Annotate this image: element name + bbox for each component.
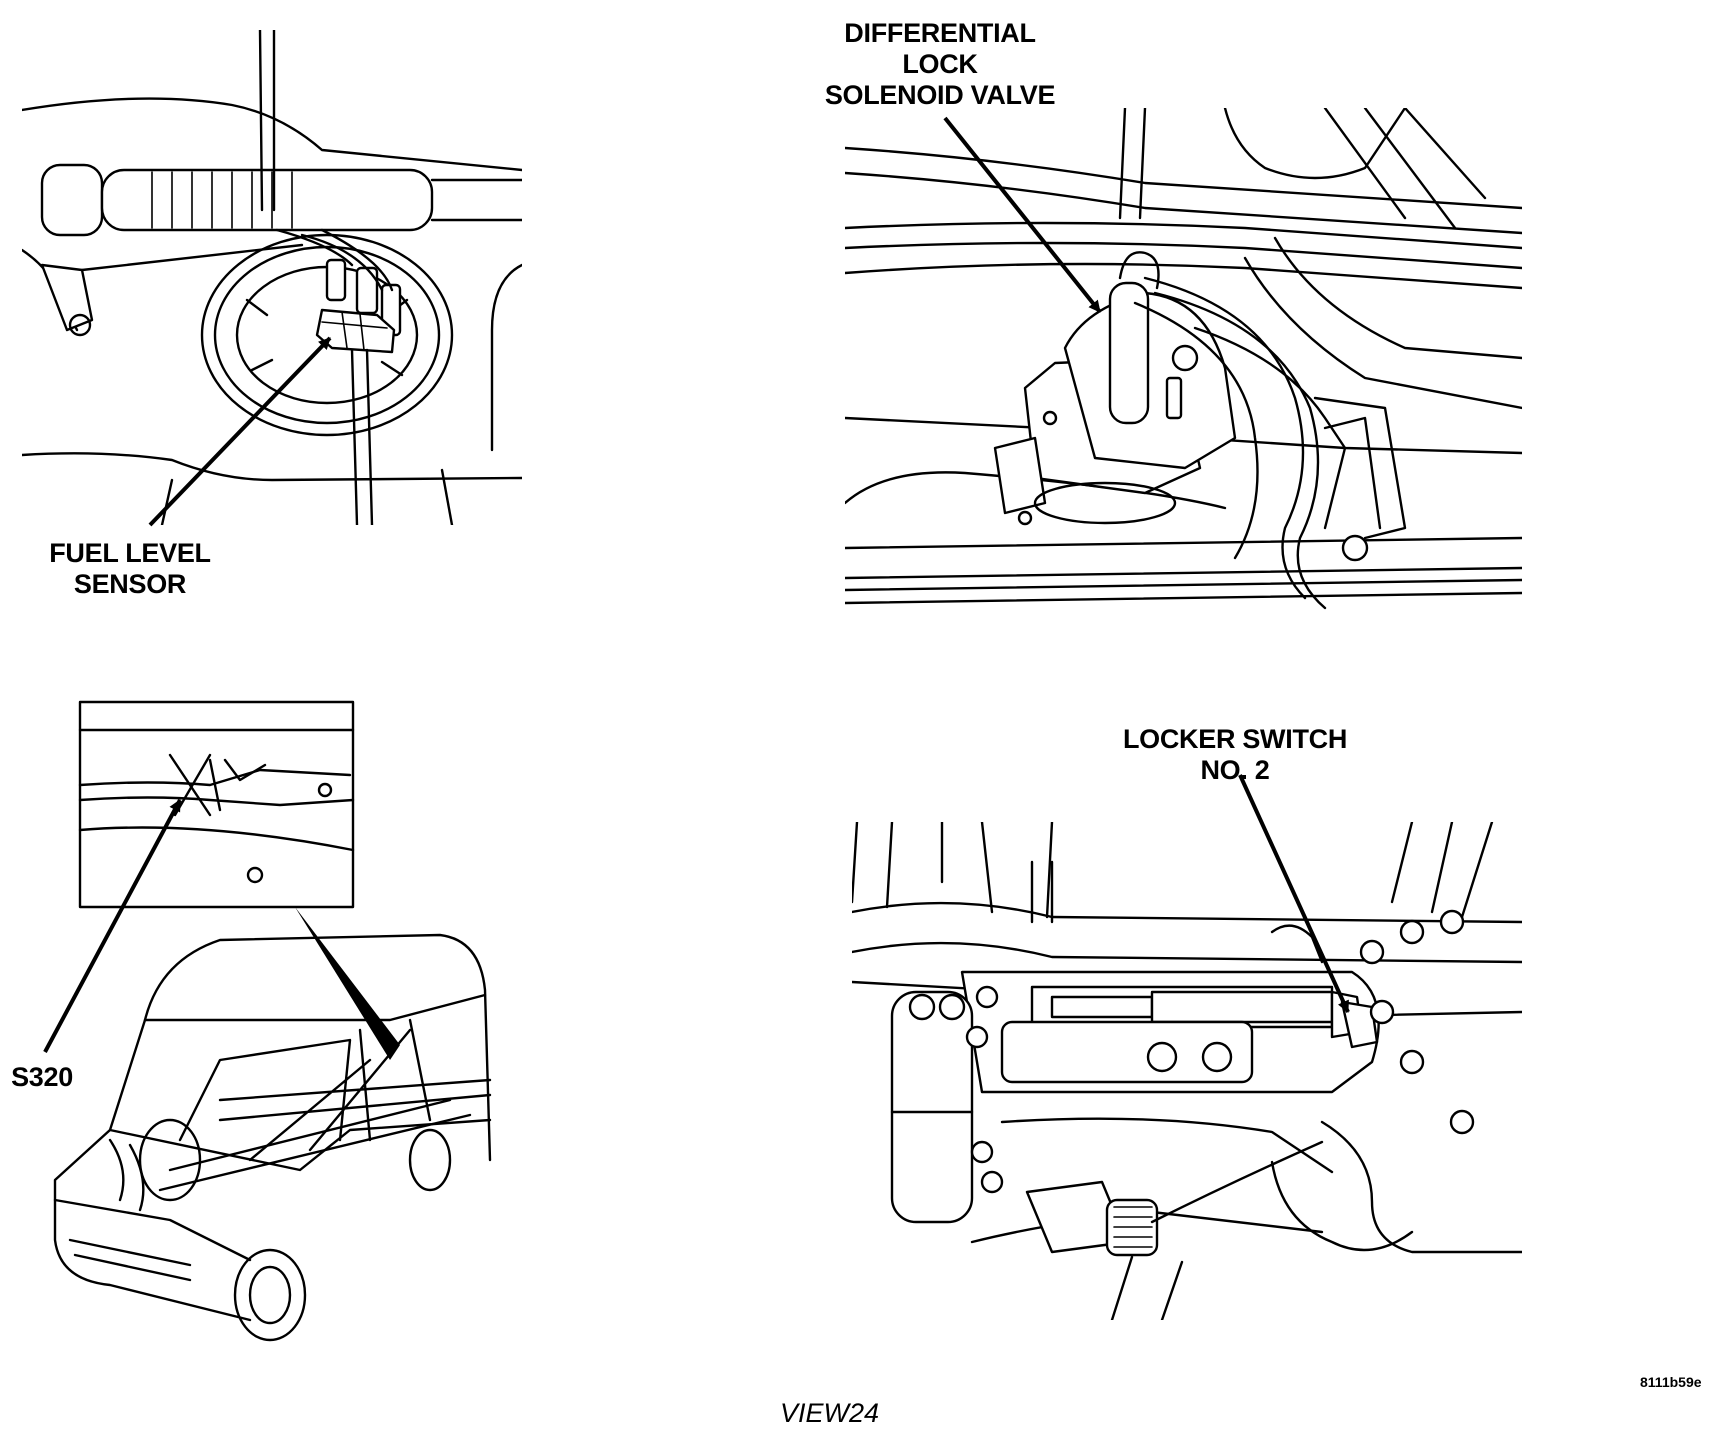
locker-switch-label-line2: NO. 2 xyxy=(1200,755,1270,785)
differential-lock-label-line1: DIFFERENTIAL xyxy=(844,18,1036,48)
s320-label: S320 xyxy=(6,1062,78,1093)
differential-lock-label: DIFFERENTIAL LOCK SOLENOID VALVE xyxy=(815,18,1065,111)
locker-switch-label: LOCKER SWITCH NO. 2 xyxy=(1100,724,1370,786)
figure-code: 8111b59e xyxy=(1640,1374,1702,1390)
fuel-level-sensor-label: FUEL LEVEL SENSOR xyxy=(30,538,230,600)
s320-label-line1: S320 xyxy=(11,1062,73,1092)
fuel-level-sensor-label-line1: FUEL LEVEL xyxy=(49,538,211,568)
view-label: VIEW24 xyxy=(780,1398,880,1428)
van-location-illustration xyxy=(50,700,510,1350)
differential-lock-label-line2: LOCK xyxy=(902,49,978,79)
locker-switch-illustration xyxy=(852,822,1522,1320)
locker-switch-label-line1: LOCKER SWITCH xyxy=(1122,724,1348,754)
fuel-level-sensor-label-line2: SENSOR xyxy=(73,569,187,599)
differential-lock-illustration xyxy=(845,108,1522,618)
fuel-tank-illustration xyxy=(22,30,522,525)
differential-lock-label-line3: SOLENOID VALVE xyxy=(824,80,1056,110)
